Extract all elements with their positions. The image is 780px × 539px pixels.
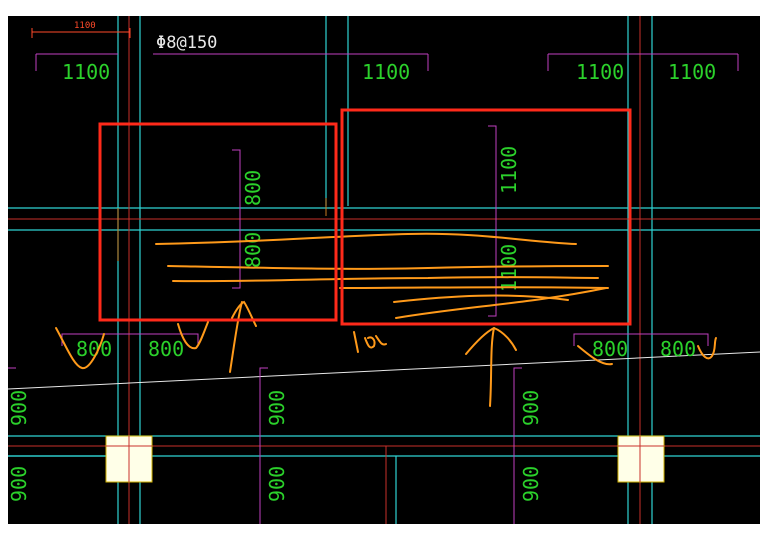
vertical-dimension-800-b: 800 xyxy=(241,232,265,268)
lower-dimension-900-3: 900 xyxy=(519,390,543,426)
highlight-box-right xyxy=(340,108,632,326)
top-dimension-2: 1100 xyxy=(362,60,410,84)
vertical-dimension-1100-a: 1100 xyxy=(497,146,521,194)
column-marker-icon xyxy=(617,435,665,483)
top-small-dimension: 1100 xyxy=(74,21,96,31)
vertical-dimensions xyxy=(8,125,522,524)
hand-drawn-rebar xyxy=(55,232,717,407)
top-dimension-3: 1100 xyxy=(576,60,624,84)
section-line xyxy=(8,351,760,390)
vertical-dimension-1100-b: 1100 xyxy=(497,244,521,292)
mid-dimension-800-2: 800 xyxy=(148,337,184,361)
lower-dimension-900-4: 900 xyxy=(8,466,31,502)
cad-drawing-canvas[interactable]: 1100 Φ8@150 1100 1100 1100 1100 800 800 … xyxy=(8,16,760,524)
top-dimension-4: 1100 xyxy=(668,60,716,84)
column-marker-icon xyxy=(105,435,153,483)
top-dimension-1: 1100 xyxy=(62,60,110,84)
rebar-callout xyxy=(31,28,739,71)
mid-dimension-800-4: 800 xyxy=(660,337,696,361)
lower-dimension-900-5: 900 xyxy=(265,466,289,502)
lower-dimension-900-1: 900 xyxy=(8,390,31,426)
rebar-spec-label: Φ8@150 xyxy=(156,33,217,53)
vertical-dimension-800-a: 800 xyxy=(241,170,265,206)
mid-dimension-800-3: 800 xyxy=(592,337,628,361)
highlight-box-left xyxy=(98,122,338,322)
lower-dimension-900-6: 900 xyxy=(519,466,543,502)
lower-dimension-900-2: 900 xyxy=(265,390,289,426)
cad-drawing: 1100 Φ8@150 1100 1100 1100 1100 800 800 … xyxy=(8,16,760,524)
